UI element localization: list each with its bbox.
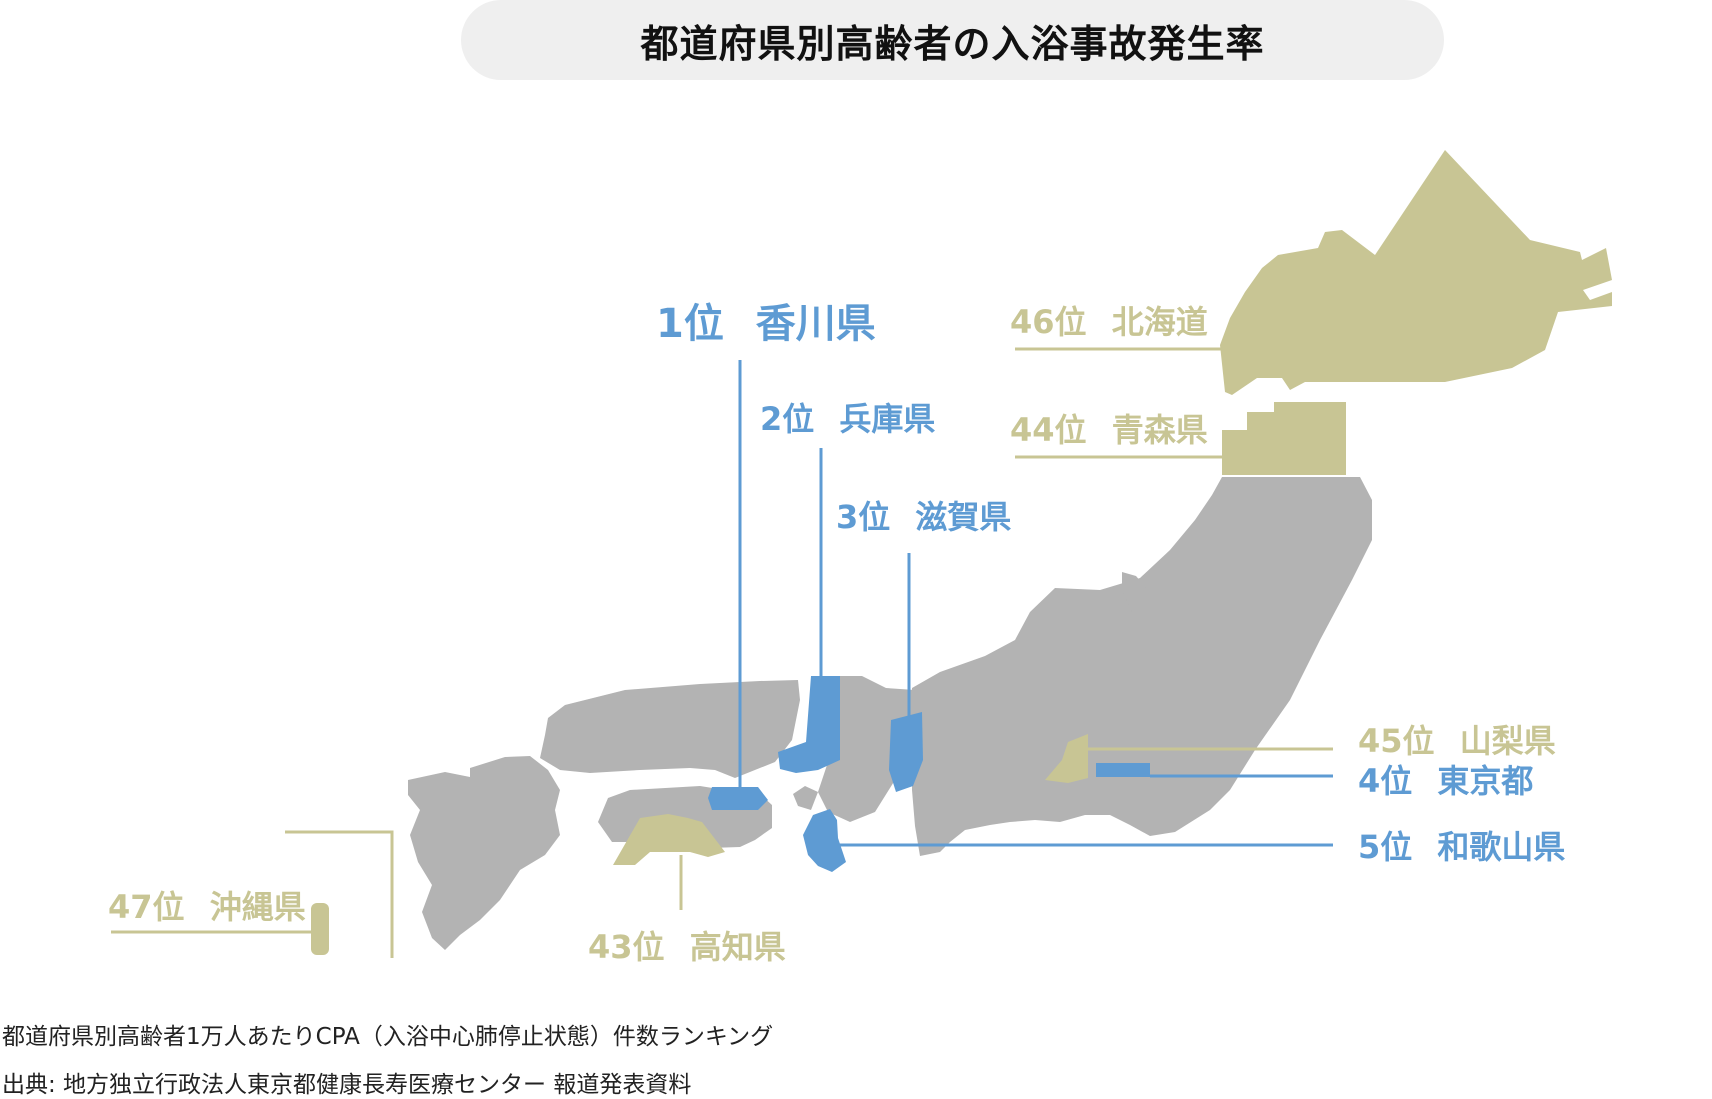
- rank-number: 1位: [656, 301, 724, 347]
- rank-label-shiga: 3位 滋賀県: [836, 498, 1011, 536]
- yamanashi-shape: [1045, 734, 1088, 783]
- prefecture-name: 香川県: [756, 301, 876, 347]
- rank-number: 44位: [1010, 411, 1087, 449]
- title-banner: 都道府県別高齢者の入浴事故発生率: [461, 0, 1444, 80]
- rank-label-aomori: 44位 青森県: [1010, 411, 1208, 449]
- map-title: 都道府県別高齢者の入浴事故発生率: [640, 21, 1265, 66]
- rank-label-wakayama: 5位 和歌山県: [1358, 828, 1565, 866]
- rank-label-kagawa: 1位 香川県: [656, 301, 876, 347]
- kagawa-shape: [708, 787, 768, 810]
- prefecture-name: 青森県: [1112, 411, 1208, 449]
- prefecture-name: 東京都: [1437, 762, 1533, 800]
- rank-label-okinawa: 47位 沖縄県: [108, 888, 306, 926]
- description-note: 都道府県別高齢者1万人あたりCPA（入浴中心肺停止状態）件数ランキング: [2, 1024, 774, 1050]
- prefecture-name: 北海道: [1112, 303, 1208, 341]
- rank-label-hyogo: 2位 兵庫県: [760, 400, 935, 438]
- land-top-ranked: [708, 676, 1150, 872]
- kyushu-shape: [408, 756, 560, 950]
- labels-bottom-ranked: 46位 北海道 44位 青森県 45位 山梨県 43位 高知県 47位 沖縄県: [108, 303, 1556, 966]
- hyogo-shape: [778, 676, 840, 773]
- hokkaido-shape: [1220, 150, 1612, 395]
- source-note: 出典: 地方独立行政法人東京都健康長寿医療センター 報道発表資料: [2, 1072, 692, 1098]
- rank-label-tokyo: 4位 東京都: [1358, 762, 1533, 800]
- prefecture-name: 山梨県: [1460, 722, 1556, 760]
- land-bottom-ranked: [311, 150, 1612, 955]
- wakayama-shape: [803, 809, 846, 872]
- chugoku-shape: [540, 680, 800, 778]
- labels-top-ranked: 1位 香川県 2位 兵庫県 3位 滋賀県 4位 東京都 5位 和歌山県: [656, 301, 1565, 866]
- rank-number: 47位: [108, 888, 185, 926]
- prefecture-name: 兵庫県: [839, 400, 935, 438]
- rank-label-hokkaido: 46位 北海道: [1010, 303, 1208, 341]
- awaji-island-shape: [793, 786, 818, 810]
- kinki-shape: [818, 676, 915, 822]
- tokyo-shape: [1096, 763, 1150, 777]
- prefecture-name: 高知県: [690, 928, 786, 966]
- prefecture-name: 和歌山県: [1437, 828, 1565, 866]
- okinawa-shape: [311, 903, 329, 955]
- honshu-shape: [912, 477, 1372, 856]
- rank-label-yamanashi: 45位 山梨県: [1358, 722, 1556, 760]
- rank-number: 46位: [1010, 303, 1087, 341]
- prefecture-name: 沖縄県: [210, 888, 306, 926]
- shikoku-shape: [598, 786, 772, 848]
- rank-number: 3位: [836, 498, 890, 536]
- rank-number: 5位: [1358, 828, 1412, 866]
- shiga-shape: [889, 712, 923, 792]
- okinawa-border-bracket: [285, 830, 394, 958]
- land-other-prefectures: [408, 477, 1372, 950]
- prefecture-name: 滋賀県: [915, 498, 1011, 536]
- aomori-shape: [1222, 402, 1346, 475]
- rank-number: 43位: [588, 928, 665, 966]
- kochi-shape: [613, 814, 725, 865]
- leader-lines: [111, 347, 1333, 958]
- sado-island-shape: [1122, 572, 1148, 612]
- rank-number: 4位: [1358, 762, 1412, 800]
- rank-number: 45位: [1358, 722, 1435, 760]
- rank-label-kochi: 43位 高知県: [588, 928, 786, 966]
- rank-number: 2位: [760, 400, 814, 438]
